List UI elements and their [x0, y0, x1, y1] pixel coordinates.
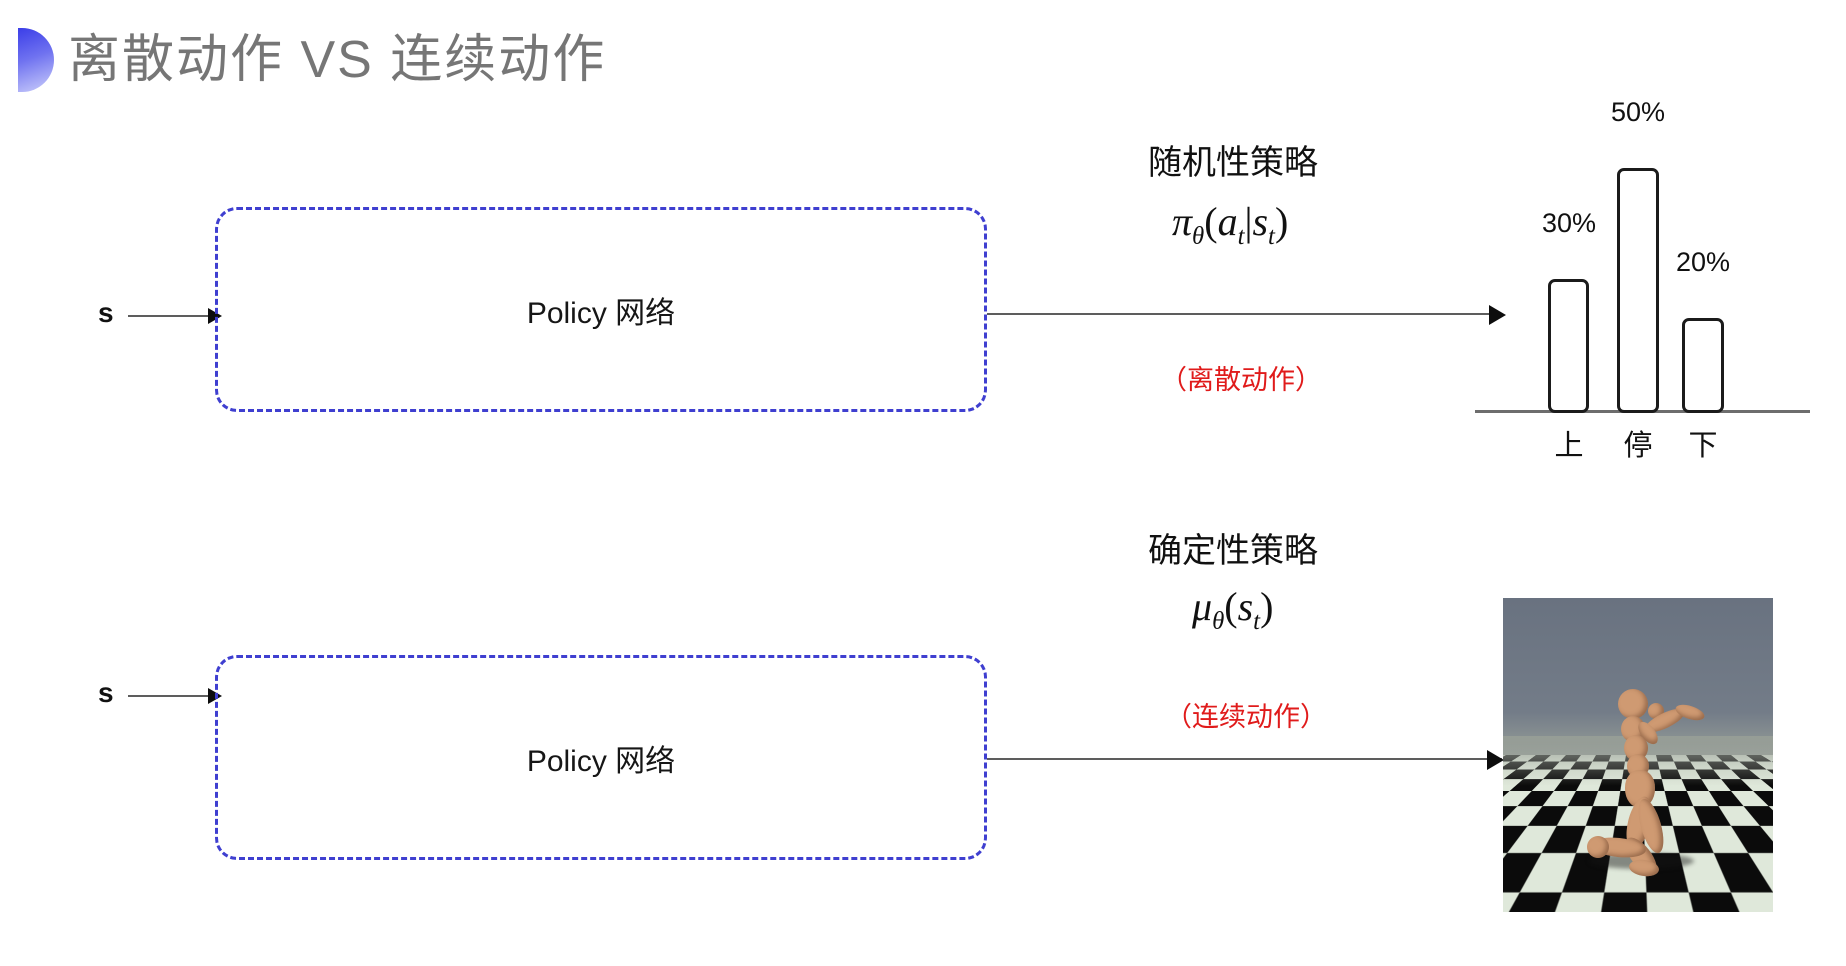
action-note-discrete: （离散动作） [1160, 365, 1322, 395]
policy-formula-deterministic: μθ(st) [1192, 583, 1273, 636]
humanoid-head [1618, 689, 1648, 719]
state-arrow-line-continuous [128, 695, 216, 697]
policy-network-label-discrete: Policy 网络 [526, 296, 676, 330]
policy-name-deterministic: 确定性策略 [1148, 532, 1318, 570]
bar-stop [1617, 168, 1659, 413]
bar-category-down: 下 [1688, 430, 1718, 462]
policy-network-box-continuous[interactable]: Policy 网络 [215, 655, 987, 860]
policy-network-label-continuous: Policy 网络 [526, 744, 676, 778]
formula-mu: μ [1192, 584, 1213, 629]
formula-theta-2: θ [1212, 608, 1225, 635]
formula-open-paren: ( [1204, 199, 1218, 244]
output-arrow-line-continuous [987, 758, 1502, 760]
bar-value-down: 20% [1675, 247, 1731, 277]
formula-theta: θ [1192, 223, 1205, 250]
output-arrow-line-discrete [987, 313, 1492, 315]
policy-name-stochastic: 随机性策略 [1148, 144, 1318, 182]
title-bullet-icon [18, 28, 54, 92]
formula-a-sub-t: t [1237, 223, 1245, 250]
state-arrow-line-discrete [128, 315, 216, 317]
bar-up [1548, 279, 1589, 413]
formula-close-paren: ) [1274, 199, 1289, 244]
humanoid-right-foot [1587, 836, 1609, 858]
formula-s-sub-t: t [1268, 223, 1275, 250]
formula-bar: | [1244, 199, 1253, 244]
formula-s-2: s [1237, 584, 1254, 629]
humanoid-simulation-image [1503, 598, 1773, 912]
output-arrow-head-discrete [1489, 305, 1506, 325]
output-arrow-head-continuous [1487, 750, 1504, 770]
bar-value-stop: 50% [1610, 97, 1666, 127]
state-label-continuous: s [98, 677, 114, 708]
policy-formula-stochastic: πθ(at|st) [1172, 198, 1288, 251]
discrete-action-bar-chart: 30% 上 50% 停 20% 下 [1470, 90, 1810, 462]
formula-pi: π [1172, 199, 1193, 244]
bar-category-up: 上 [1554, 430, 1584, 462]
state-label-discrete: s [98, 297, 114, 328]
action-note-continuous: （连续动作） [1165, 702, 1327, 732]
formula-s-sub-t-2: t [1253, 608, 1261, 635]
page-title: 离散动作 VS 连续动作 [68, 31, 607, 89]
formula-open-paren-2: ( [1224, 584, 1238, 629]
bar-down [1682, 318, 1724, 413]
policy-network-box-discrete[interactable]: Policy 网络 [215, 207, 987, 412]
bar-category-stop: 停 [1623, 430, 1653, 462]
formula-a: a [1217, 199, 1238, 244]
formula-close-paren-2: ) [1260, 584, 1274, 629]
formula-s: s [1252, 199, 1269, 244]
bar-value-up: 30% [1541, 208, 1597, 238]
